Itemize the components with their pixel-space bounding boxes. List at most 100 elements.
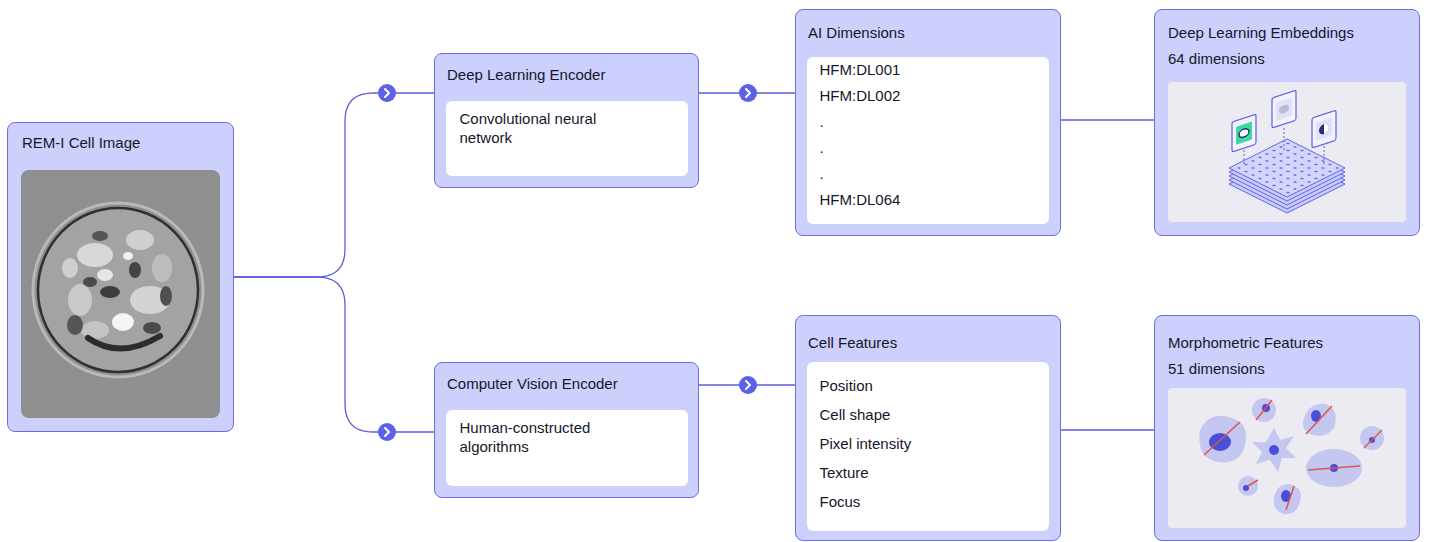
morphometric-illustration-part [1360, 426, 1384, 450]
morphometric-illustration-part [1252, 428, 1296, 472]
arrow-head-circle [378, 84, 396, 102]
morphometric-illustration-part [1303, 404, 1336, 436]
cell-micrograph-part [152, 254, 172, 282]
box-text: Convolutional neural network [460, 109, 635, 147]
stage-box: Morphometric Features51 dimensions [1154, 315, 1420, 541]
arrow-head [739, 84, 757, 102]
morphometric-illustration-part [1308, 466, 1360, 470]
embedding-illustration-part [1229, 151, 1345, 209]
morphometric-illustration-part [1262, 404, 1270, 412]
morphometric-illustration-part [1311, 410, 1321, 422]
embedding-illustration-part-part [1232, 114, 1256, 152]
cell-micrograph-part [112, 313, 134, 331]
morphometric-illustration-part [1269, 445, 1279, 455]
morphometric-illustration-part [1281, 490, 1291, 502]
box-subtext: Cell shape [820, 400, 1039, 429]
box-text: Position [820, 371, 1039, 400]
arrow-head-circle [739, 376, 757, 394]
box-subtext: HFM:DL002 [820, 83, 1039, 109]
stage-box: Computer Vision EncoderHuman-constructed… [434, 362, 699, 498]
arrow-head [378, 84, 396, 102]
arrow-head-chevron [746, 89, 750, 97]
embedding-illustration-part [1312, 110, 1336, 148]
box-text: HFM:DL001 [820, 57, 1039, 83]
cell-micrograph-part [68, 284, 92, 316]
stage-box: Deep Learning EncoderConvolutional neura… [434, 53, 699, 188]
cell-micrograph-part [67, 315, 83, 335]
embedding-illustration-part [1229, 139, 1345, 197]
connector-line [1061, 119, 1154, 120]
morphometric-illustration-part [1238, 476, 1258, 496]
detail-box: HFM:DL001HFM:DL002...HFM:DL064 [807, 57, 1049, 224]
stage-box: AI DimensionsHFM:DL001HFM:DL002...HFM:DL… [795, 9, 1061, 236]
box-text: Cell Features [808, 330, 1050, 356]
box-text: Deep Learning Encoder [447, 65, 688, 85]
cell-micrograph-part [62, 258, 78, 278]
morphometric-illustration [1168, 388, 1406, 528]
embedding-illustration-part [1324, 146, 1325, 164]
embedding-illustration-part-part [1312, 110, 1336, 148]
morphometric-illustration-part [1209, 433, 1231, 451]
cell-micrograph-part [77, 243, 113, 267]
arrow-head [378, 423, 396, 441]
cell-micrograph-part [83, 277, 97, 287]
box-subtext: 64 dimensions [1168, 46, 1409, 72]
morphometric-illustration-part [1199, 416, 1246, 463]
box-text: REM-I Cell Image [22, 133, 223, 153]
box-subtext: . [820, 135, 1039, 161]
cell-micrograph-part [38, 208, 198, 372]
stage-box: Deep Learning Embeddings64 dimensions [1154, 9, 1420, 236]
cell-micrograph [21, 170, 220, 418]
embedding-illustration-part [1229, 155, 1345, 213]
morphometric-illustration-part [1168, 388, 1406, 528]
box-subtext: . [820, 109, 1039, 135]
box-text: Human-constructed algorithms [460, 418, 635, 456]
embedding-illustration-part-part [1239, 127, 1249, 138]
detail-box: Human-constructed algorithms [446, 410, 688, 486]
morphometric-illustration-part [1306, 406, 1332, 434]
embedding-illustration-part [1229, 147, 1345, 205]
connector-line [1061, 429, 1154, 430]
morphometric-illustration-part [1330, 464, 1338, 472]
box-text: Morphometric Features [1168, 330, 1409, 356]
cell-micrograph-part [88, 336, 160, 349]
box-text: Computer Vision Encoder [447, 374, 688, 394]
morphometric-illustration-part [1274, 484, 1301, 514]
cell-micrograph-part [21, 170, 220, 418]
box-subtext: Pixel intensity [820, 429, 1039, 458]
morphometric-illustration-part [1256, 400, 1272, 420]
stage-box: Cell FeaturesPositionCell shapePixel int… [795, 315, 1061, 541]
cell-micrograph-part [129, 262, 141, 278]
box-text: Deep Learning Embeddings [1168, 20, 1409, 46]
embedding-illustration-part [1229, 139, 1345, 197]
morphometric-illustration-part [1248, 480, 1258, 486]
embedding-illustration-part-part [1272, 90, 1296, 128]
arrow-head [739, 376, 757, 394]
detail-box: PositionCell shapePixel intensityTexture… [807, 362, 1049, 531]
embedding-illustration-part [1232, 114, 1256, 152]
cell-micrograph-part [130, 286, 170, 314]
arrow-head-circle [739, 84, 757, 102]
stage-box: REM-I Cell Image [7, 122, 234, 432]
connector-line [234, 277, 434, 432]
embedding-illustration-part [1168, 82, 1406, 222]
embedding-illustration-part [1244, 150, 1245, 166]
arrow-head-chevron [746, 381, 750, 389]
cell-micrograph-part [100, 286, 120, 298]
connector-line [234, 93, 434, 277]
morphometric-illustration-part [1243, 485, 1249, 491]
cell-micrograph-part [92, 231, 108, 241]
embedding-illustration [1168, 82, 1406, 222]
embedding-illustration-part [1229, 143, 1345, 201]
cell-micrograph-part [33, 203, 203, 377]
detail-box: Convolutional neural network [446, 101, 688, 176]
morphometric-illustration-part [1306, 449, 1362, 487]
embedding-illustration-part [1272, 90, 1296, 128]
embedding-illustration-part-part [1236, 122, 1252, 145]
arrow-head-circle [378, 423, 396, 441]
embedding-illustration-part-part [1279, 103, 1289, 114]
arrow-head-chevron [385, 428, 389, 436]
cell-micrograph-part [126, 230, 154, 250]
